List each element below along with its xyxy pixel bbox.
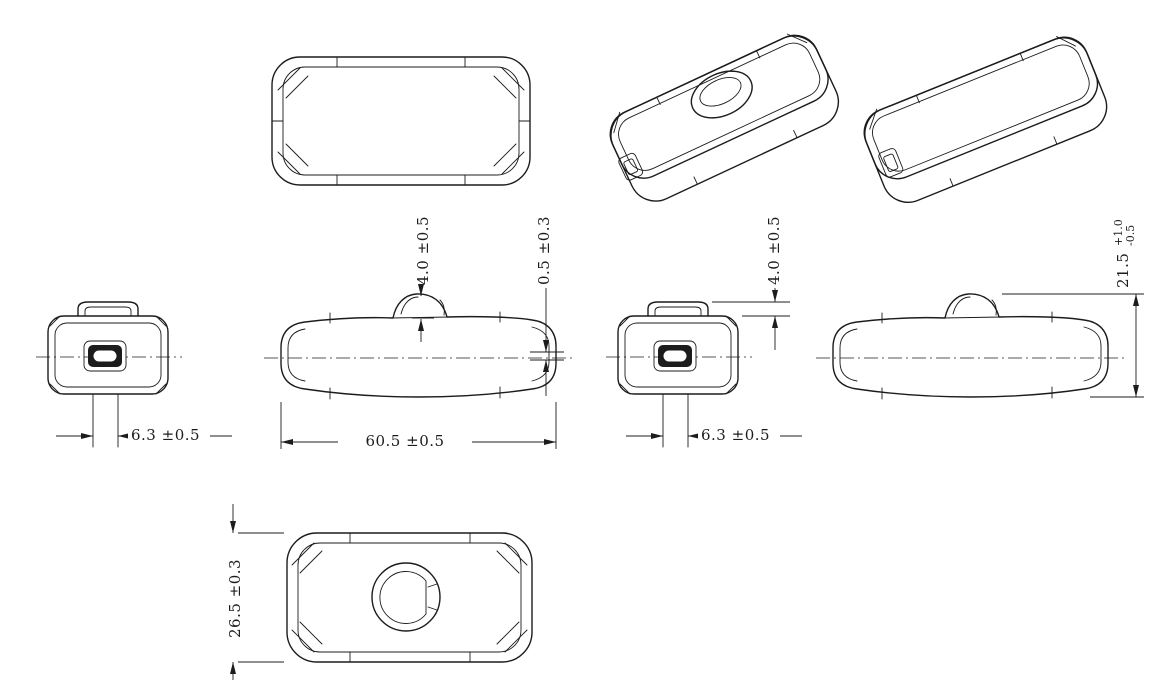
dim-overall-height-tol-minus: -0.5 (1124, 225, 1137, 246)
dim-rocker-height-right-label: 4.0 ±0.5 (765, 216, 783, 285)
end-view-right (606, 301, 752, 448)
dim-cord-width-right-label: 6.3 ±0.5 (701, 426, 770, 444)
isometric-view-front (609, 33, 840, 202)
cord-socket (878, 148, 904, 178)
knob-opening (371, 562, 441, 632)
cord-socket (618, 152, 644, 181)
bottom-view (286, 532, 533, 663)
end-view-left (36, 301, 182, 448)
dim-overall-height-tol-plus: +1.0 (1112, 219, 1125, 246)
dim-overall-height-value: 21.5 (1114, 253, 1132, 288)
isometric-view-rear (863, 36, 1108, 203)
dim-cord-width-left-label: 6.3 ±0.5 (131, 426, 200, 444)
dimension-cord-width-left: 6.3 ±0.5 (56, 426, 232, 444)
dimension-body-width: 26.5 ±0.3 (226, 504, 284, 680)
cord-lines (92, 393, 119, 448)
rocker-detail (400, 296, 419, 315)
dim-rocker-height-left-label: 4.0 ±0.5 (414, 216, 432, 285)
power-socket (653, 340, 697, 372)
dimension-overall-height: 21.5 +1.0 -0.5 (1002, 219, 1144, 398)
dimension-body-length: 60.5 ±0.5 (280, 402, 557, 450)
top-view (271, 56, 531, 186)
rocker-detail (952, 296, 971, 315)
side-view-left (264, 293, 574, 400)
dim-body-width-label: 26.5 ±0.3 (226, 559, 244, 638)
dimension-rocker-height-right: 4.0 ±0.5 (712, 216, 790, 350)
side-view-right (816, 293, 1126, 400)
dimension-rocker-height-left: 4.0 ±0.5 (412, 216, 434, 342)
cord-lines (662, 393, 689, 448)
rocker-button (690, 70, 753, 119)
power-socket (83, 340, 127, 372)
dimension-edge-offset: 0.5 ±0.3 (530, 216, 564, 396)
dim-edge-offset-label: 0.5 ±0.3 (535, 216, 553, 285)
dim-body-length-label: 60.5 ±0.5 (365, 432, 444, 450)
dimension-cord-width-right: 6.3 ±0.5 (626, 426, 802, 444)
